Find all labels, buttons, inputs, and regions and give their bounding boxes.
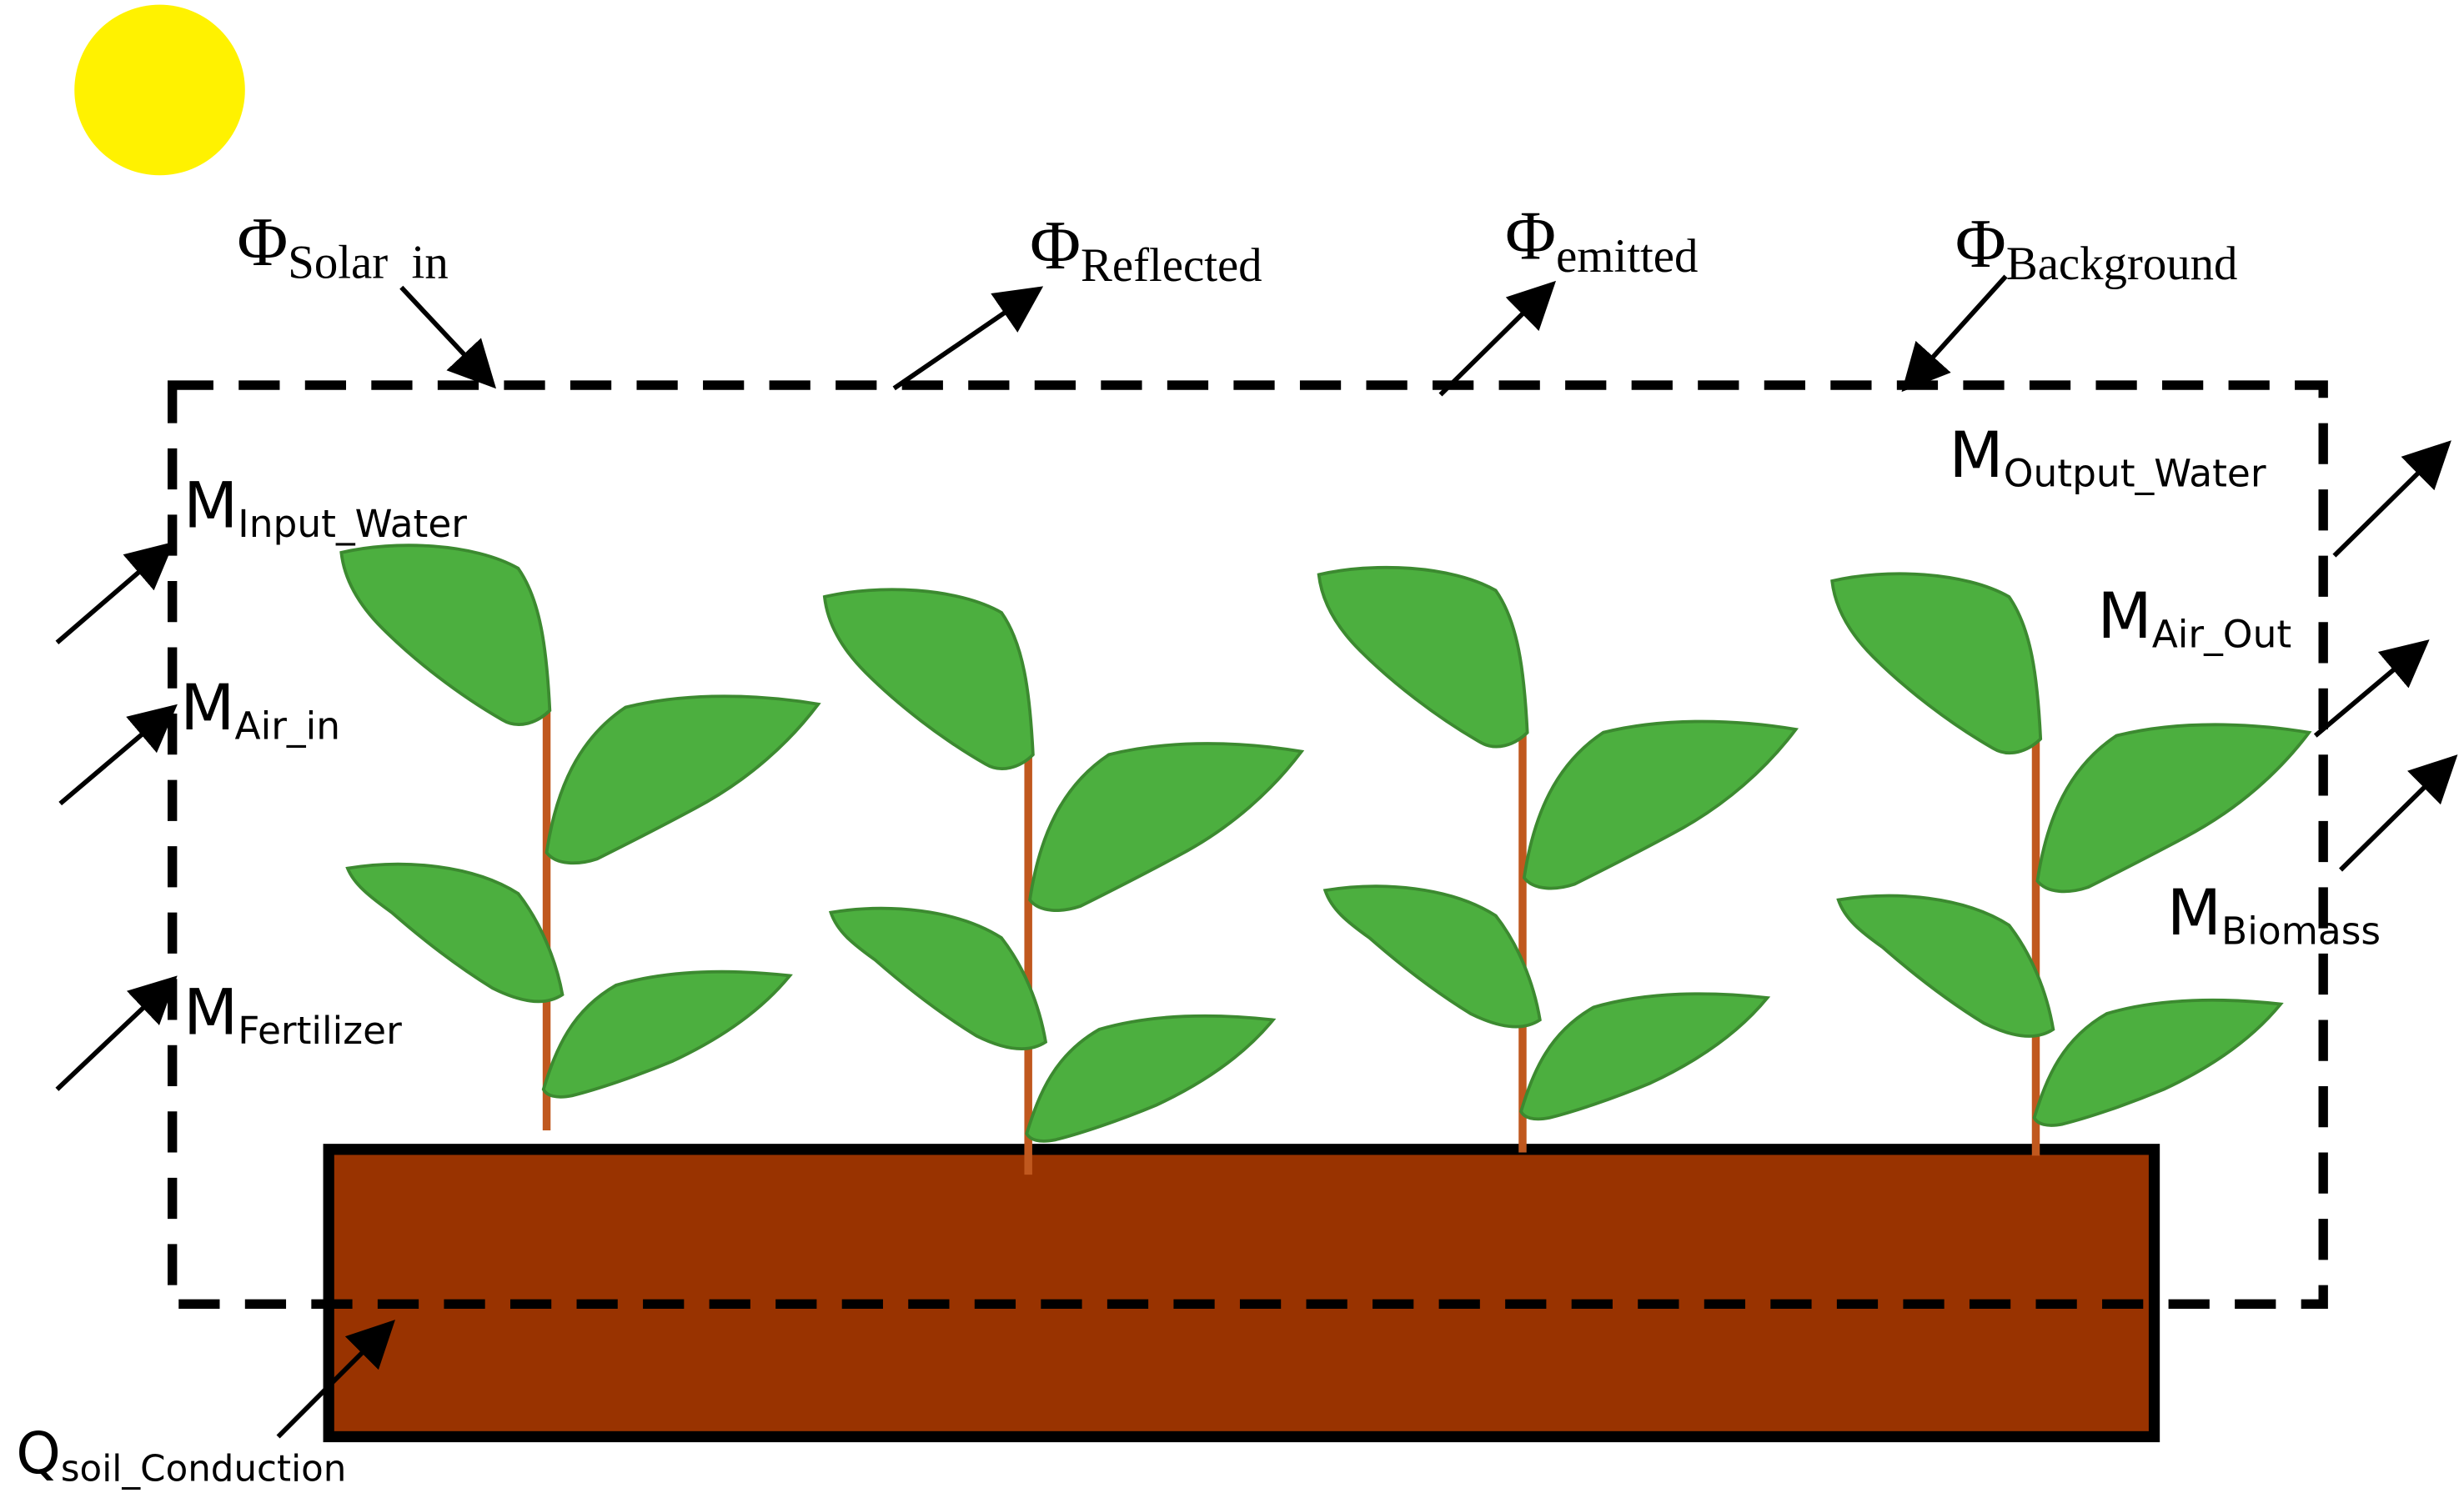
label-solar-in: ΦSolar in — [237, 204, 448, 288]
label-biomass: MBiomass — [2167, 876, 2381, 953]
leaf — [828, 906, 1048, 1051]
label-input-water: MInput_Water — [183, 469, 467, 546]
leaf — [1322, 884, 1542, 1029]
input-water-arrow — [55, 541, 175, 644]
soil-block — [323, 1144, 2160, 1443]
leaf — [345, 862, 565, 1004]
plant-1 — [339, 544, 821, 1131]
leaf — [1025, 1014, 1277, 1143]
biomass-arrow — [2339, 754, 2458, 872]
label-fertilizer: MFertilizer — [183, 976, 402, 1053]
plant-4 — [1830, 572, 2312, 1156]
control-volume-boundary — [168, 380, 2328, 1310]
leaf — [1522, 719, 1799, 890]
leaf — [822, 588, 1035, 771]
solar-in-arrow — [399, 285, 497, 389]
leaf — [2032, 998, 2284, 1127]
label-air-in: MAir_in — [180, 671, 340, 748]
reflected-arrow — [892, 286, 1044, 391]
fertilizer-arrow — [55, 975, 178, 1091]
emitted-arrow — [1438, 280, 1557, 397]
leaf — [1836, 894, 2055, 1038]
leaf — [1317, 565, 1529, 749]
air-in-arrow — [58, 704, 178, 806]
air-out-arrow — [2313, 639, 2430, 738]
leaf — [544, 694, 821, 865]
label-output-water: MOutput_Water — [1949, 418, 2266, 495]
label-air-out: MAir_Out — [2097, 579, 2291, 656]
plant-3 — [1317, 565, 1799, 1153]
leaf — [1830, 572, 2043, 755]
leaf — [1028, 742, 1305, 912]
leaf — [1519, 992, 1771, 1121]
plant-2 — [822, 588, 1305, 1175]
leaf — [541, 969, 793, 1099]
soil-conduction-arrow — [276, 1320, 395, 1439]
label-reflected: ΦReflected — [1030, 208, 1262, 292]
label-background: ΦBackground — [1955, 206, 2238, 290]
sun-icon — [74, 4, 245, 176]
output-water-arrow — [2332, 440, 2451, 558]
leaf — [2035, 723, 2312, 894]
label-emitted: Φemitted — [1505, 198, 1698, 283]
background-arrow — [1901, 274, 2008, 393]
label-soil-conduction: Qsoil_Conduction — [16, 1421, 346, 1490]
leaf — [339, 544, 552, 726]
